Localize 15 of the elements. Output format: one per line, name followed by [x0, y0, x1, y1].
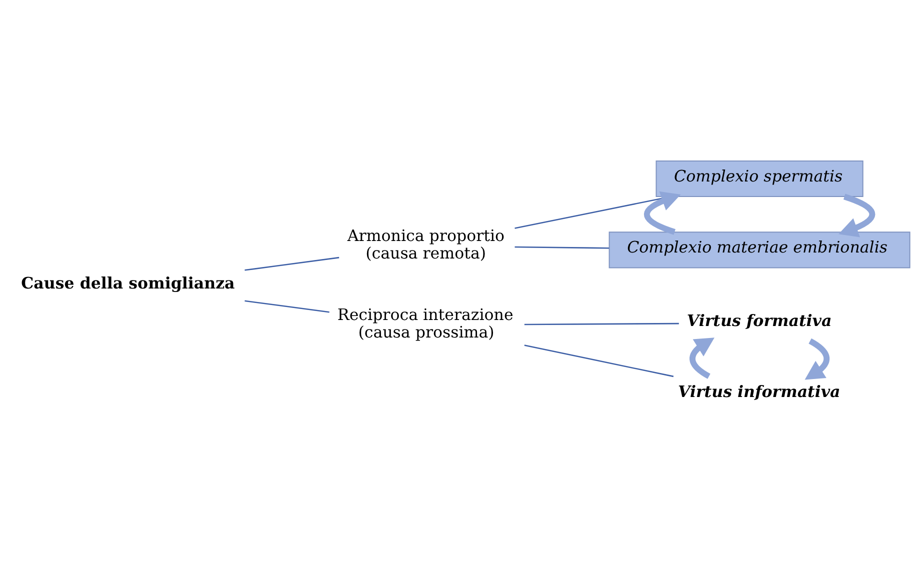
connector [524, 344, 674, 377]
connector [244, 256, 340, 270]
arrow [690, 337, 714, 378]
node-text: Armonica proportio (causa remota) [347, 225, 505, 262]
connector [524, 322, 679, 325]
node-text: Cause della somiglianza [21, 272, 235, 292]
node-text: Reciproca interazione (causa prossima) [337, 304, 514, 342]
arrow [838, 193, 876, 237]
node-text: Virtus formativa [686, 310, 832, 330]
node-text: Virtus informativa [678, 382, 840, 401]
arrow [804, 338, 830, 380]
connector [514, 246, 609, 248]
node-box: Complexio spermatis [656, 160, 864, 197]
node-box: Complexio materiae embrionalis [608, 231, 910, 268]
connector [244, 300, 330, 312]
